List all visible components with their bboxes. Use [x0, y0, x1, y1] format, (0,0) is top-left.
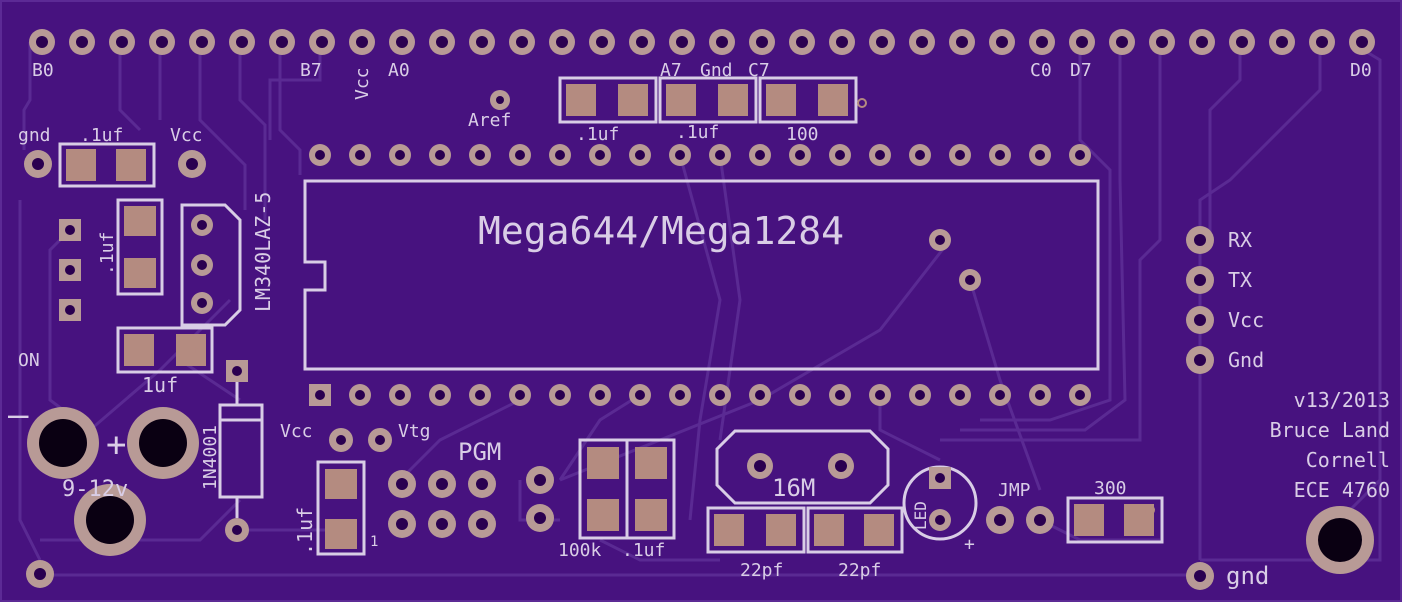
cap22b-outline	[806, 506, 904, 554]
smd-pad	[714, 514, 744, 546]
label-cap-vert: .1uf	[97, 232, 118, 275]
smd-pad	[325, 519, 357, 549]
label-plus: +	[106, 425, 126, 465]
smd-pad	[718, 84, 748, 116]
smd-pad	[635, 499, 667, 531]
label-cap-reset: .1uf	[622, 540, 665, 561]
label-led-plus: +	[964, 534, 975, 555]
label-course: ECE 4760	[1294, 478, 1390, 502]
top-header-pins	[29, 29, 1375, 55]
res300-outline	[1066, 496, 1164, 544]
smd-pad	[814, 514, 844, 546]
label-version: v13/2013	[1294, 388, 1390, 412]
smd-pad	[587, 447, 619, 479]
smd-pad	[864, 514, 894, 546]
top-smd-group	[558, 76, 867, 124]
label-vtg: Vtg	[398, 421, 431, 442]
label-cap22b: 22pf	[838, 560, 881, 581]
smd-pad	[587, 499, 619, 531]
label-author: Bruce Land	[1270, 418, 1390, 442]
label-on: ON	[18, 350, 40, 371]
label-minus: –	[8, 395, 29, 435]
label-cap-1uf: 1uf	[142, 373, 178, 397]
crystal-outline	[715, 429, 890, 505]
chip-outline	[303, 179, 1100, 371]
label-res100k: 100k	[558, 540, 602, 561]
cap-prog-outline	[316, 460, 366, 556]
label-cap22a: 22pf	[740, 560, 783, 581]
label-pgm: PGM	[458, 438, 501, 466]
smd-pad	[766, 514, 796, 546]
smd-pad	[566, 84, 596, 116]
label-cap-prog: .1uf	[293, 507, 317, 555]
label-pin1: 1	[370, 534, 378, 550]
smd-pad	[1074, 504, 1104, 536]
label-c7: C7	[748, 60, 770, 81]
smd-pad	[176, 334, 206, 366]
cap-1uf-outline	[116, 326, 214, 374]
smd-pad	[766, 84, 796, 116]
label-rx: RX	[1228, 228, 1252, 252]
label-tx: TX	[1228, 268, 1252, 292]
smd-pad	[124, 334, 154, 366]
chip-bottom-pins	[309, 384, 1091, 406]
smd-pad	[618, 84, 648, 116]
label-gnd-top: Gnd	[700, 60, 733, 81]
label-res100: 100	[786, 124, 819, 145]
label-gnd-bottom: gnd	[1226, 562, 1269, 590]
smd-pad	[124, 258, 156, 288]
label-d7: D7	[1070, 60, 1092, 81]
diode-outline	[218, 403, 264, 499]
label-a7: A7	[660, 60, 682, 81]
label-aref: Aref	[468, 110, 511, 131]
cap-vert-outline	[116, 198, 164, 296]
copper-traces	[18, 40, 1382, 577]
label-vcc-left: Vcc	[170, 125, 203, 146]
label-vcc-ser: Vcc	[1228, 308, 1264, 332]
label-diode: 1N4001	[200, 425, 221, 490]
label-res300: 300	[1094, 478, 1127, 499]
label-cap1: .1uf	[576, 124, 619, 145]
chip-label: Mega644/Mega1284	[478, 209, 844, 253]
label-vcc-prog: Vcc	[280, 421, 313, 442]
label-led: LED	[911, 501, 930, 530]
label-cap-left: .1uf	[80, 125, 123, 146]
smd-pad	[66, 149, 96, 181]
label-a0: A0	[388, 60, 410, 81]
regulator-outline	[180, 203, 242, 327]
chip-top-pins	[309, 144, 1091, 166]
label-supply: 9-12v	[62, 477, 128, 502]
isp-header	[388, 470, 496, 538]
smd-pad	[1124, 504, 1154, 536]
smd-pad	[666, 84, 696, 116]
label-c0: C0	[1030, 60, 1052, 81]
label-b7: B7	[300, 60, 322, 81]
label-vcc-top: Vcc	[352, 67, 373, 100]
label-crystal: 16M	[772, 474, 815, 502]
smd-pad	[325, 469, 357, 499]
cap22a-outline	[706, 506, 806, 554]
label-b0: B0	[32, 60, 54, 81]
label-school: Cornell	[1306, 448, 1390, 472]
smd-pad	[818, 84, 848, 116]
label-jmp: JMP	[998, 480, 1031, 501]
smd-pad	[116, 149, 146, 181]
label-gnd-ser: Gnd	[1228, 348, 1264, 372]
cap-left-outline	[58, 142, 156, 188]
smd-pad	[635, 447, 667, 479]
label-d0: D0	[1350, 60, 1372, 81]
smd-pad	[124, 206, 156, 236]
label-regulator: LM340LAZ-5	[251, 192, 275, 312]
label-cap2: .1uf	[676, 122, 719, 143]
label-gnd-left: gnd	[18, 125, 51, 146]
